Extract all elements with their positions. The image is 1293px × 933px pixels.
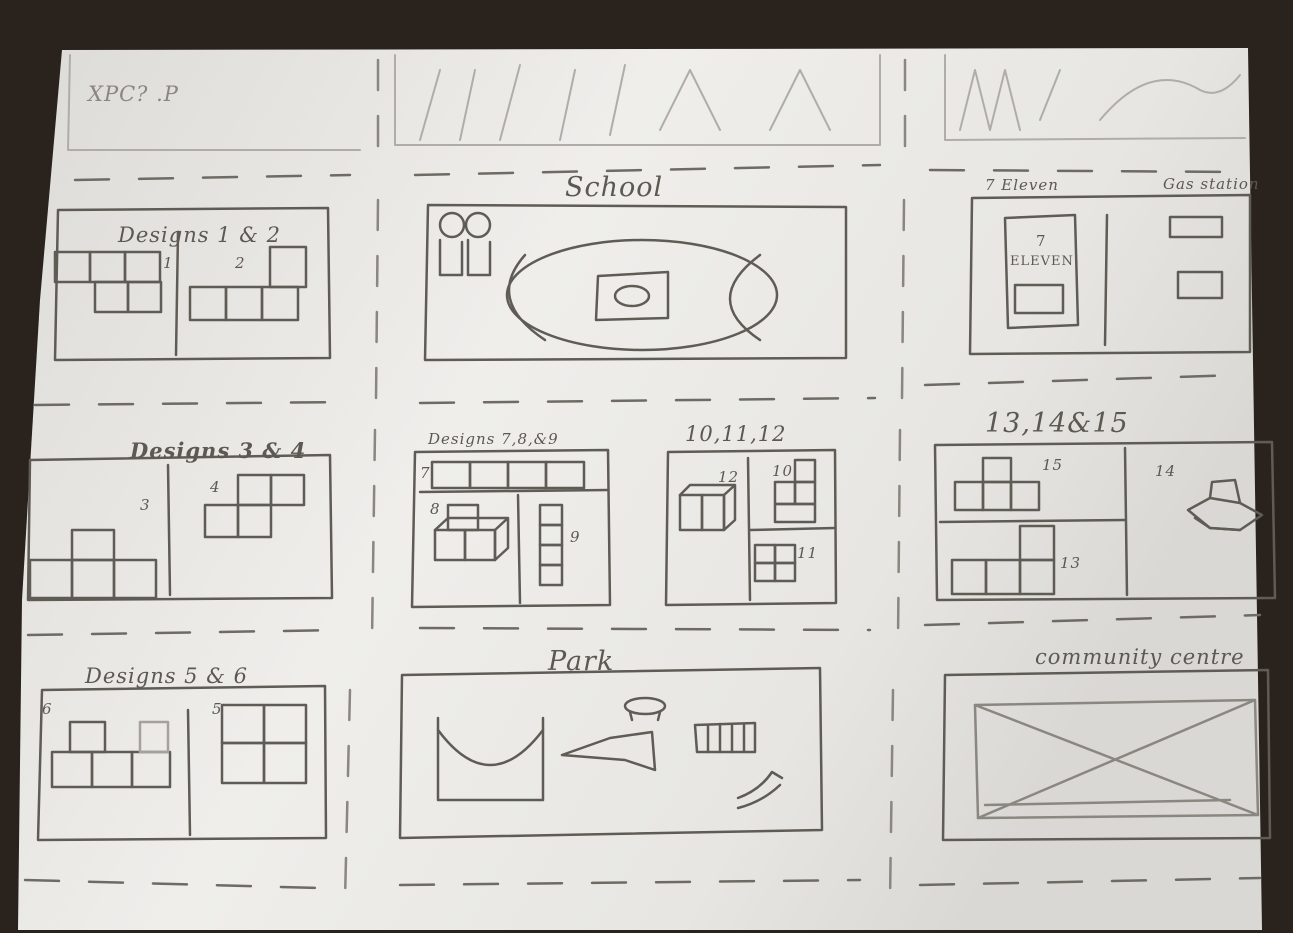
- design-number-13: 13: [1060, 554, 1081, 572]
- design-number-3: 3: [140, 496, 151, 514]
- design-number-6: 6: [42, 700, 53, 718]
- designs-3-4-label: Designs 3 & 4: [130, 438, 306, 463]
- designs-13-14-15-label: 13,14&15: [985, 408, 1129, 439]
- design-number-7: 7: [420, 464, 431, 482]
- designs-10-11-12-label: 10,11,12: [685, 422, 787, 446]
- park-label: Park: [548, 646, 614, 677]
- community-centre-label: community centre: [1035, 645, 1245, 669]
- design-number-8: 8: [430, 500, 441, 518]
- designs-7-8-9-label: Designs 7,8,&9: [428, 430, 559, 448]
- designs-1-2-label: Designs 1 & 2: [118, 223, 281, 247]
- school-label: School: [565, 172, 663, 203]
- design-number-9: 9: [570, 528, 581, 546]
- design-number-4: 4: [210, 478, 221, 496]
- design-number-2: 2: [235, 254, 246, 272]
- design-number-14: 14: [1155, 462, 1176, 480]
- top-left-scribble: XPC? .P: [88, 82, 179, 106]
- design-number-10: 10: [772, 462, 793, 480]
- design-number-5: 5: [212, 700, 223, 718]
- seven-eleven-label: 7 Eleven: [985, 176, 1059, 194]
- design-number-12: 12: [718, 468, 739, 486]
- design-number-1: 1: [163, 254, 174, 272]
- gas-station-label: Gas station: [1163, 175, 1260, 193]
- design-number-15: 15: [1042, 456, 1063, 474]
- designs-5-6-label: Designs 5 & 6: [85, 664, 248, 688]
- design-number-11: 11: [797, 544, 818, 562]
- seven-eleven-sign-number: 7: [1036, 232, 1047, 250]
- seven-eleven-sign-word: ELEVEN: [1010, 254, 1074, 269]
